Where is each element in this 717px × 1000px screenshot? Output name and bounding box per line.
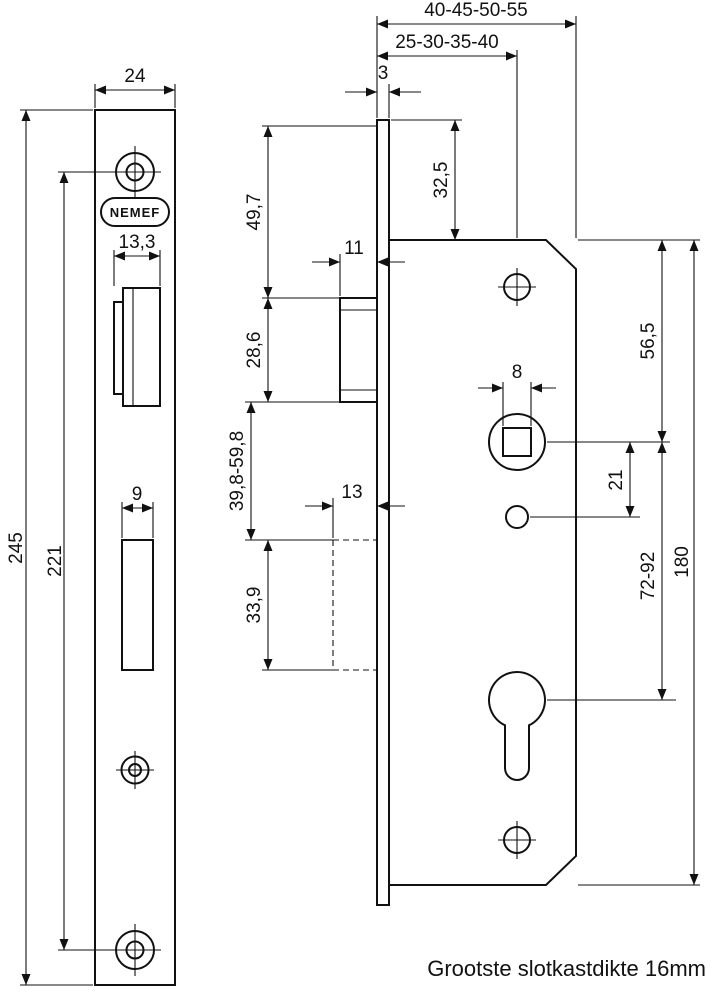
dim-latch-height: 28,6	[244, 298, 340, 403]
dim-bolt-cutout-width: 9	[121, 484, 154, 538]
note-text: Grootste slotkastdikte 16mm	[427, 956, 706, 981]
dim-screw-spacing: 221	[45, 171, 109, 951]
screw-hole-middle	[116, 751, 154, 789]
dim-case-depth-range-label: 40-45-50-55	[424, 0, 528, 21]
case-screw-hole-bottom	[498, 821, 536, 859]
dim-bolt-width-label: 13	[341, 482, 362, 503]
dim-latch-height-label: 28,6	[244, 332, 265, 369]
dim-bolt-height-label: 33,9	[244, 587, 265, 624]
dim-spindle-square: 8	[478, 362, 556, 426]
brand-label: NEMEF	[110, 205, 161, 220]
dim-bolt-cutout-width-label: 9	[132, 484, 143, 505]
latch-cutout-lip	[113, 301, 124, 395]
faceplate-outline	[94, 109, 176, 986]
spindle-hub	[488, 413, 546, 471]
dim-latch-cutout-width-label: 13,3	[119, 232, 156, 253]
spindle-hub-circle	[488, 413, 546, 471]
dim-pc-distance: 72-92	[547, 442, 676, 701]
dim-top-to-case: 32,5	[391, 119, 462, 240]
dim-latch-to-bolt-range: 39,8-59,8	[227, 402, 333, 541]
forend-strip	[376, 119, 390, 906]
case-screw-hole-top	[498, 268, 536, 306]
dim-case-height-label: 180	[672, 546, 693, 578]
dim-backset-range: 25-30-35-40	[377, 32, 518, 238]
faceplate-view: NEMEF 24	[6, 66, 176, 986]
dim-spindle-to-hole-label: 21	[606, 469, 627, 490]
dim-forend-thickness-label: 3	[378, 63, 389, 84]
dim-bolt-height: 33,9	[244, 540, 333, 671]
dim-top-to-latch: 49,7	[244, 125, 377, 299]
dim-top-to-latch-label: 49,7	[244, 194, 265, 231]
deadbolt-dashed	[332, 539, 377, 671]
dim-plate-height: 245	[6, 109, 93, 986]
dim-bolt-width: 13	[305, 482, 405, 538]
lockcase-outline	[388, 239, 577, 886]
latch-bolt	[339, 297, 378, 403]
dim-latch-cutout-width: 13,3	[113, 232, 161, 286]
dim-spindle-to-hole: 21	[530, 442, 640, 518]
lockcase-view: 40-45-50-55 25-30-35-40 3 32,5 49,7	[227, 0, 700, 906]
dim-forend-thickness: 3	[345, 63, 421, 118]
dim-latch-to-bolt-range-label: 39,8-59,8	[227, 431, 248, 511]
dim-pc-distance-label: 72-92	[638, 552, 659, 601]
dim-screw-spacing-label: 221	[45, 545, 66, 577]
dim-case-to-spindle-label: 56,5	[638, 323, 659, 360]
dim-top-to-case-label: 32,5	[431, 162, 452, 199]
screw-hole-bottom	[109, 924, 161, 976]
latch-cutout	[113, 287, 161, 407]
dim-spindle-square-label: 8	[512, 362, 523, 383]
screw-hole-top	[109, 146, 161, 198]
dim-case-depth-range: 40-45-50-55	[376, 0, 577, 238]
brand-badge-outline	[100, 197, 170, 227]
dim-latch-width: 11	[312, 238, 405, 296]
dim-plate-height-label: 245	[6, 532, 27, 564]
brand-badge: NEMEF	[100, 197, 170, 227]
dim-plate-width-label: 24	[124, 66, 146, 87]
dim-case-height: 180	[578, 240, 700, 886]
euro-cylinder-hole	[488, 671, 546, 781]
spindle-square-hole	[502, 427, 532, 457]
dim-latch-width-label: 11	[344, 238, 364, 259]
fixing-hole-small	[505, 505, 529, 529]
dim-case-to-spindle: 56,5	[547, 239, 700, 443]
bolt-cutout-outline	[121, 539, 154, 671]
dim-backset-range-label: 25-30-35-40	[395, 32, 499, 53]
latch-cutout-outline	[122, 287, 161, 407]
dim-plate-width: 24	[94, 66, 176, 108]
latch-bolt-outline	[339, 297, 378, 403]
